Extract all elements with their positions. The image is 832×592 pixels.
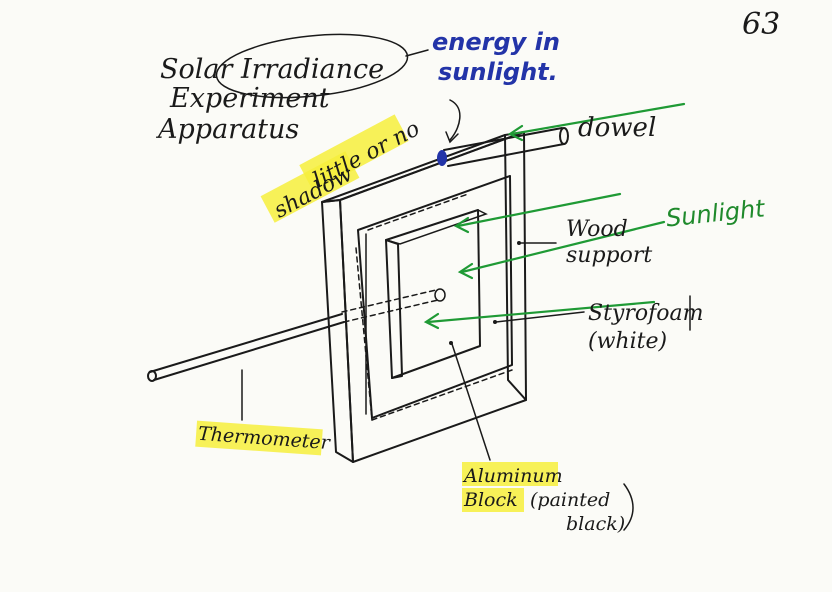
title-line-3: Apparatus [155,114,299,145]
thermometer-end [147,370,157,382]
highlight-block [462,488,524,512]
aluminum-block-top [385,209,488,245]
dowel-label: dowel [578,113,656,143]
dowel-end [559,127,569,145]
ray-3 [460,220,666,274]
shadow-leader-arrow [445,131,459,144]
sunlight-rays [423,102,686,330]
styrofoam-label-line-1: Styrofoam [588,301,703,326]
ray-1 [510,102,686,136]
alum-paren [623,483,634,531]
styro-leader-dot [493,320,497,324]
wood-label-line-1: Wood [566,217,628,242]
styrofoam-label-line-2: (white) [588,329,667,354]
highlight-shadow [260,151,360,223]
page-number: 63 [742,7,780,42]
styro-leader [495,311,585,323]
ray-4 [426,300,656,324]
thermometer-hidden [341,289,439,323]
hidden-edge-bottom [371,369,513,421]
aluminum-black-label: black) [566,513,625,535]
alum-leader-dot [449,341,453,345]
ray-4-arrow [423,312,440,330]
thermometer-tube [149,313,345,381]
highlight-thermometer [195,420,323,456]
thermometer-bulb [434,288,446,302]
hidden-edge-left [355,247,373,421]
ray-1-arrow [507,124,524,142]
styrofoam-frame [357,175,513,419]
hidden-edge-top [367,193,469,231]
dowel [443,127,565,167]
aluminum-label-line-2: Block [463,489,518,511]
leader-lines [215,33,691,531]
aluminum-label-line-1: Aluminum [462,465,563,487]
thermometer-label: Thermometer [197,423,332,454]
aluminum-block [385,209,481,379]
title-line-2: Experiment [169,83,330,114]
wood-label-line-2: support [566,243,652,268]
ray-2 [456,192,622,228]
shadow-leader [449,99,461,141]
sunlight-label: Sunlight [665,194,768,232]
dowel-shadow-blue [437,150,447,166]
highlight-group [195,114,558,512]
title-line-1: Solar Irradiance [160,54,384,85]
aluminum-painted-label: (painted [530,489,610,511]
energy-label-line-2: sunlight. [438,58,558,86]
wood-support-side [321,199,354,463]
ray-3-arrow [457,262,474,280]
energy-connector [405,49,429,57]
highlight-aluminum [462,462,558,486]
ray-2-arrow [453,216,470,234]
wood-support-face [339,131,527,463]
wood-leader-dot [517,241,521,245]
wood-support-right-edge [504,134,527,401]
alum-leader [451,343,491,461]
energy-label-line-1: energy in [432,28,560,56]
